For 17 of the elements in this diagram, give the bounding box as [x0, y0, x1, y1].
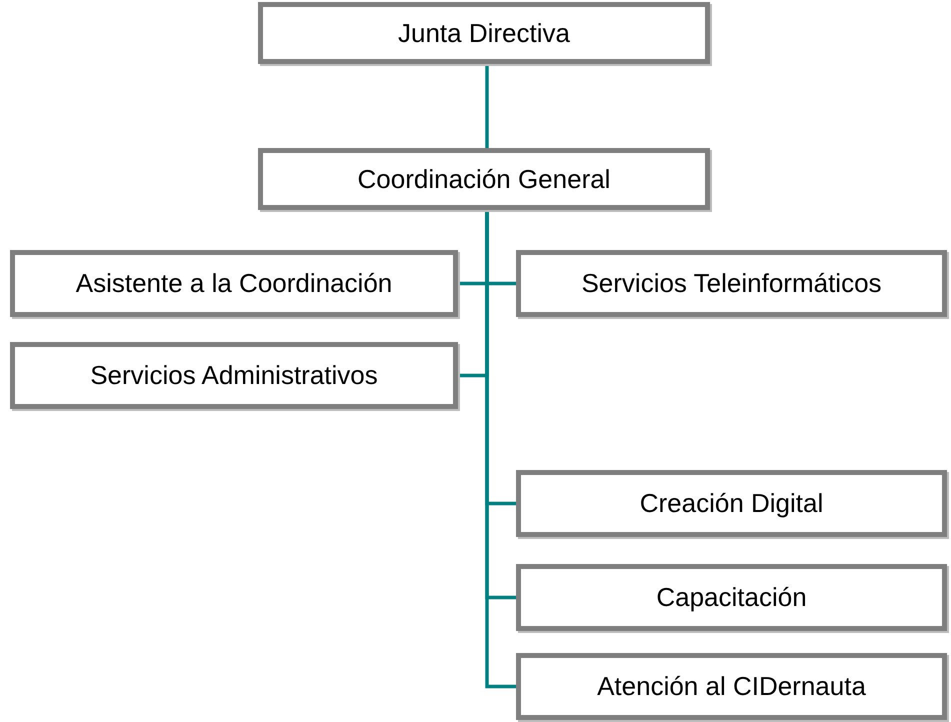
org-box	[258, 2, 710, 64]
box-label: Asistente a la Coordinación	[76, 267, 392, 300]
org-box	[258, 148, 710, 210]
box-label: Junta Directiva	[398, 16, 570, 50]
org-box	[516, 470, 947, 537]
org-box	[10, 250, 458, 317]
box-label: Coordinación General	[358, 162, 610, 196]
connector-line	[485, 64, 489, 148]
org-box	[516, 564, 947, 631]
box-label: Capacitación	[656, 581, 807, 614]
box-label: Servicios Teleinformáticos	[581, 267, 882, 300]
box-label: Atención al CIDernauta	[597, 670, 866, 703]
org-box	[516, 653, 947, 720]
org-box	[10, 342, 458, 409]
box-label: Servicios Administrativos	[90, 359, 378, 392]
box-label: Creación Digital	[640, 487, 824, 520]
org-box	[516, 250, 947, 317]
